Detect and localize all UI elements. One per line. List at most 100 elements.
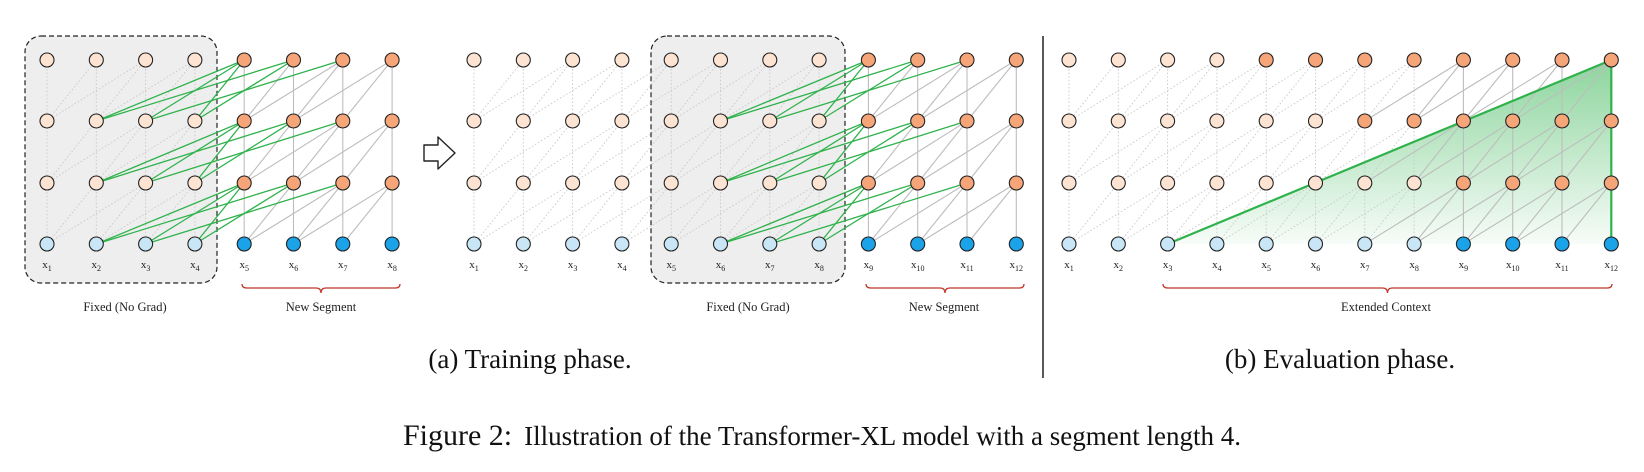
node-layer: [39, 52, 1619, 252]
a2-edge-3-4-3: [621, 59, 672, 122]
b-edge-2-2-0: [1068, 120, 1168, 184]
b-hidden-node-l3-10: [1554, 52, 1570, 68]
a2-hidden-node-l1-6: [762, 175, 778, 191]
b-edge-3-8-6: [1364, 59, 1464, 122]
a2-edge-3-2-0: [473, 59, 573, 122]
a2-edge-2-3-1: [523, 120, 623, 184]
a2-green-far-2-c: [769, 120, 968, 184]
a2-green-1-8-7: [818, 182, 869, 245]
a2-input-node-1: [515, 236, 531, 252]
b-edge-2-1-0: [1068, 120, 1119, 184]
a1-hidden-node-l2-5: [285, 113, 302, 129]
a1-green-far-1-b: [96, 182, 294, 245]
b-edge-2-6-4: [1265, 120, 1366, 184]
a1-hidden-node-l3-3: [187, 52, 203, 68]
a2-hidden-node-l2-11: [1008, 113, 1024, 129]
b-hidden-node-l2-3: [1209, 113, 1225, 129]
a2-edge-1-1-0: [473, 182, 524, 245]
a2-token-8: x9: [864, 259, 874, 273]
b-edge-2-3-2: [1167, 120, 1218, 184]
b-edge-2-4-2: [1167, 120, 1267, 184]
b-token-10: x11: [1555, 259, 1568, 273]
b-hidden-node-l2-10: [1554, 113, 1570, 129]
b-edge-1-5-3: [1216, 182, 1316, 245]
a2-hidden-node-l1-0: [466, 175, 482, 191]
b-input-node-3: [1209, 236, 1225, 252]
a2-edge-2-11-9: [917, 120, 1017, 184]
a2-hidden-node-l3-10: [959, 52, 975, 68]
a1-edge-2-7-6: [342, 120, 393, 184]
a2-hidden-node-l1-2: [565, 175, 581, 191]
a1-edge-3-2-0: [46, 59, 146, 122]
a1-edge-2-1-0: [46, 120, 97, 184]
a2-token-0: x1: [469, 259, 479, 273]
a2-input-node-3: [614, 236, 630, 252]
a1-input-node-5: [285, 236, 302, 252]
a1-green-far-3-a: [96, 59, 245, 122]
a1-hidden-node-l1-3: [187, 175, 203, 191]
a2-edge-3-10-8: [868, 59, 968, 122]
a2-input-node-2: [565, 236, 581, 252]
b-input-node-1: [1110, 236, 1126, 252]
a1-edge-2-6-4: [243, 120, 344, 184]
b-hidden-node-l2-1: [1110, 113, 1126, 129]
a2-edge-3-5-4: [670, 59, 721, 122]
a2-green-2-8-7: [818, 120, 869, 184]
b-hidden-node-l3-5: [1307, 52, 1324, 68]
a1-edge-3-6-4: [243, 59, 344, 122]
new-segment-bracket-a1: [241, 283, 401, 294]
a2-input-node-4: [663, 236, 679, 252]
b-edge-2-9-8: [1462, 120, 1514, 184]
b-hidden-node-l2-7: [1406, 113, 1422, 129]
a2-edge-2-2-0: [473, 120, 573, 184]
b-edge-3-3-2: [1167, 59, 1218, 122]
a2-hidden-node-l3-4: [663, 52, 679, 68]
a1-token-3: x4: [190, 259, 200, 273]
b-edge-1-8-6: [1364, 182, 1464, 245]
a1-hidden-node-l1-6: [335, 175, 351, 191]
b-hidden-node-l1-0: [1061, 175, 1077, 191]
a2-green-far-1-c: [769, 182, 968, 245]
a1-hidden-node-l3-1: [88, 52, 104, 68]
a1-edge-1-3-2: [145, 182, 196, 245]
b-edge-3-4-3: [1216, 59, 1267, 122]
a2-edge-2-4-2: [572, 120, 672, 184]
a2-edge-1-4-2: [572, 182, 672, 245]
a1-green-far-2-a: [96, 120, 245, 184]
a2-edge-2-5-3: [621, 120, 721, 184]
b-edge-3-11-9: [1512, 59, 1612, 122]
b-edge-2-8-6: [1364, 120, 1464, 184]
a2-token-5: x6: [716, 259, 726, 273]
annotations: Fixed (No Grad) New Segment Fixed (No Gr…: [83, 300, 1431, 314]
b-edge-1-6-5: [1315, 182, 1366, 245]
a1-edge-1-2-0: [46, 182, 146, 245]
b-edge-2-5-4: [1265, 120, 1316, 184]
b-hidden-node-l3-2: [1160, 52, 1176, 68]
b-edge-3-4-2: [1167, 59, 1267, 122]
a1-green-far-3-c: [145, 59, 343, 122]
a2-edge-1-10-9: [917, 182, 968, 245]
arrow-right-icon: [423, 136, 456, 170]
b-edge-2-10-8: [1463, 120, 1563, 184]
a2-token-3: x4: [617, 259, 627, 273]
a2-edge-1-11-10: [966, 182, 1017, 245]
a2-hidden-node-l1-4: [663, 175, 679, 191]
b-edge-1-3-1: [1118, 182, 1218, 245]
a1-green-far-2-b: [96, 120, 294, 184]
a2-hidden-node-l2-4: [663, 113, 679, 129]
a2-green-far-3-c: [769, 59, 968, 122]
a2-hidden-node-l3-9: [910, 52, 926, 68]
b-edge-2-10-9: [1512, 120, 1563, 184]
b-edge-2-9-7: [1413, 120, 1513, 184]
a2-edge-1-5-3: [621, 182, 721, 245]
a1-hidden-node-l3-5: [285, 52, 302, 68]
b-hidden-node-l1-3: [1209, 175, 1225, 191]
b-hidden-node-l2-0: [1061, 113, 1077, 129]
b-token-6: x7: [1360, 259, 1370, 273]
a1-hidden-node-l3-4: [236, 52, 252, 68]
a1-edge-1-6-4: [243, 182, 344, 245]
a2-green-far-2-a: [720, 120, 869, 184]
a2-edge-3-7-5: [720, 59, 820, 122]
b-edge-2-4-3: [1216, 120, 1267, 184]
b-hidden-node-l1-1: [1110, 175, 1126, 191]
